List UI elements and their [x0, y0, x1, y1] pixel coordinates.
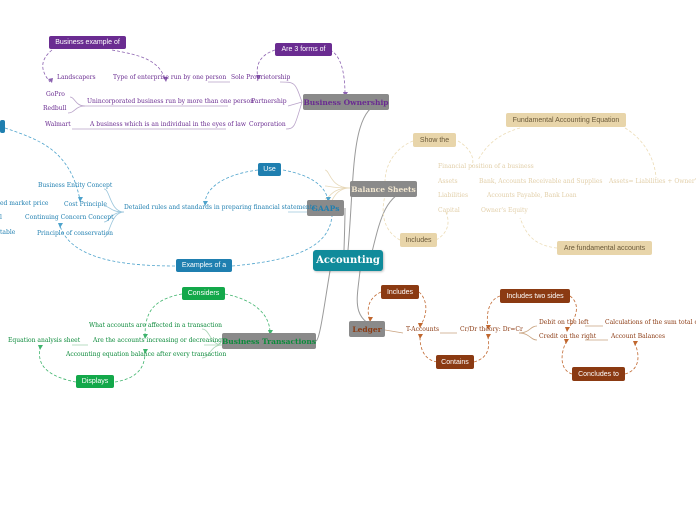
callout-fundamental-accounts[interactable]: Are fundamental accounts: [557, 241, 652, 255]
balance-item-assets: Assets: [438, 178, 458, 185]
ledger-account-balances: Account Balances: [611, 333, 666, 340]
gaap-fragment-market-price: ed market price: [0, 200, 49, 207]
transaction-item-equation-balance: Accounting equation balance after every …: [66, 351, 227, 358]
business-desc-partnership: Unincorporated business run by more than…: [87, 98, 254, 105]
topic-balance-sheets[interactable]: Balance Sheets: [350, 181, 417, 197]
balance-equation: Assets= Liabilities + Owner's Eq: [609, 178, 696, 185]
gaap-principle-continuing-concern: Continuing Concern Concept: [25, 214, 114, 221]
ledger-t-accounts: T-Accounts: [406, 326, 440, 333]
business-example-walmart: Walmart: [45, 121, 71, 128]
transaction-item-increasing-decreasing: Are the accounts increasing or decreasin…: [93, 337, 223, 344]
gaap-principle-business-entity: Business Entity Concept: [38, 182, 113, 189]
balance-item-financial-position: Financial position of a business: [438, 163, 534, 170]
ledger-credit-right: Credit on the right: [539, 333, 597, 340]
balance-detail-liabilities: Accounts Payable, Bank Loan: [487, 192, 577, 199]
callout-use[interactable]: Use: [258, 163, 281, 176]
central-topic-accounting[interactable]: Accounting: [313, 250, 383, 271]
callout-includes-two-sides[interactable]: Includes two sides: [500, 289, 570, 303]
balance-detail-capital: Owner's Equity: [481, 207, 528, 214]
business-type-corporation: Corporation: [249, 121, 286, 128]
topic-ledger[interactable]: Ledger: [349, 321, 385, 337]
callout-business-example[interactable]: Business example of: [49, 36, 126, 49]
callout-three-forms[interactable]: Are 3 forms of: [275, 43, 332, 56]
callout-offscreen-left[interactable]: [0, 120, 5, 133]
transaction-equation-analysis-sheet: Equation analysis sheet: [8, 337, 81, 344]
transaction-item-accounts-affected: What accounts are affected in a transact…: [89, 322, 223, 329]
callout-fundamental-equation[interactable]: Fundamental Accounting Equation: [506, 113, 626, 127]
balance-item-liabilities: Liabilities: [438, 192, 469, 199]
callout-considers[interactable]: Considers: [182, 287, 225, 300]
callout-contains[interactable]: Contains: [436, 355, 474, 369]
callout-includes-ledger[interactable]: Includes: [381, 285, 419, 299]
ledger-cr-dr-theory: Cr/Dr theory: Dr=Cr: [460, 326, 523, 333]
topic-business-transactions[interactable]: Business Transactions: [222, 333, 316, 349]
business-type-partnership: Partnership: [251, 98, 287, 105]
gaaps-definition: Detailed rules and standards in preparin…: [124, 204, 316, 211]
callout-show-the[interactable]: Show the: [413, 133, 456, 147]
business-example-redbull: Redbull: [43, 105, 67, 112]
gaap-fragment-table: table: [0, 229, 16, 236]
business-example-landscapers: Landscapers: [57, 74, 96, 81]
business-type-sole: Sole Proprietorship: [231, 74, 291, 81]
business-example-gopro: GoPro: [46, 91, 65, 98]
gaap-fragment-l: l: [0, 214, 2, 221]
ledger-debit-left: Debit on the left: [539, 319, 589, 326]
gaap-principle-cost: Cost Principle: [64, 201, 107, 208]
business-desc-corporation: A business which is an individual in the…: [90, 121, 246, 128]
topic-business-ownership[interactable]: Business Ownership: [303, 94, 389, 110]
callout-includes-balance[interactable]: Includes: [400, 233, 437, 247]
balance-detail-assets: Bank, Accounts Receivable and Supplies: [479, 178, 603, 185]
business-desc-sole: Type of enterprise run by one person: [113, 74, 227, 81]
gaap-principle-conservation: Principle of conservation: [37, 230, 114, 237]
ledger-calculations: Calculations of the sum total of ea: [605, 319, 696, 326]
callout-displays[interactable]: Displays: [76, 375, 114, 388]
callout-examples-of-a[interactable]: Examples of a: [176, 259, 232, 272]
callout-concludes-to[interactable]: Concludes to: [572, 367, 625, 381]
balance-item-capital: Capital: [438, 207, 460, 214]
topic-gaaps[interactable]: GAAPs: [307, 200, 344, 216]
